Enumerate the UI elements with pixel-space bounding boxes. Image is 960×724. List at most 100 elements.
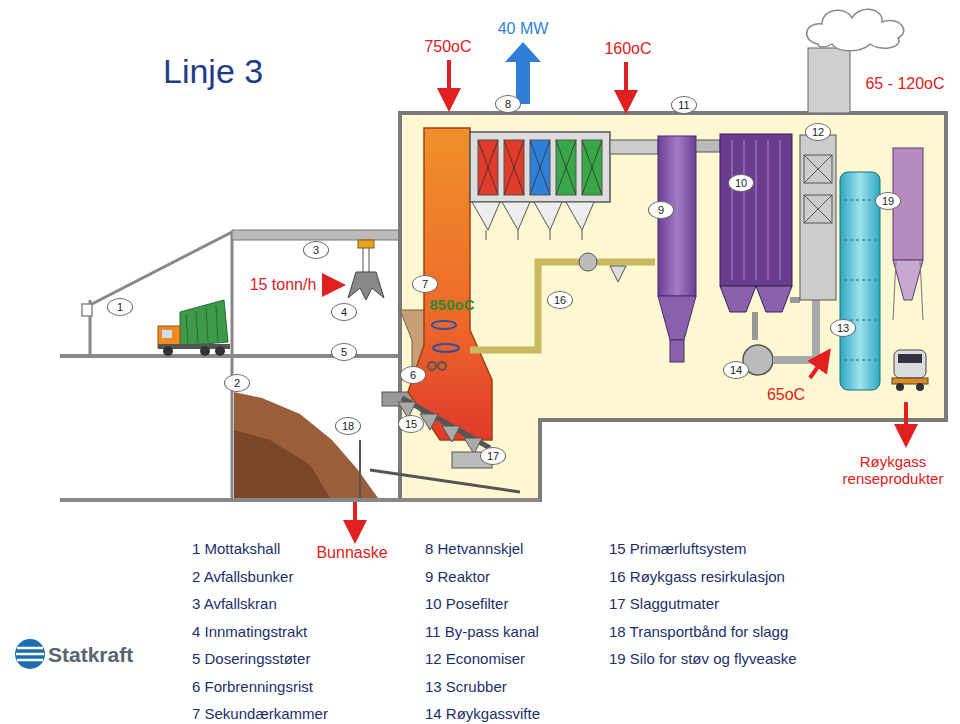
- callout-circle: 11: [671, 96, 697, 114]
- combustion-swirls: [428, 321, 459, 370]
- art-polygon: [502, 202, 530, 230]
- callout-number: 6: [410, 370, 416, 381]
- key-entry: 17 Slaggutmater: [609, 595, 719, 612]
- callout-number: 16: [554, 295, 566, 306]
- plant-building: [400, 113, 946, 500]
- art-polygon: [348, 272, 384, 300]
- art-path: [478, 140, 602, 195]
- art-line: [624, 62, 628, 102]
- art-rect: [840, 172, 880, 390]
- ground-line: [60, 498, 540, 502]
- art-line: [186, 314, 188, 344]
- waste-truck: [158, 300, 230, 356]
- callout-number: 13: [837, 323, 849, 334]
- reception-hall: [60, 232, 400, 356]
- key-entry: 7 Sekundærkammer: [192, 705, 328, 722]
- callout-number: 7: [422, 279, 428, 290]
- art-path: [804, 155, 832, 183]
- art-circle: [916, 383, 924, 391]
- annotation: Røykgass renseprodukter: [823, 453, 960, 488]
- callout-number: 5: [341, 347, 347, 358]
- combustion-grate: [398, 398, 490, 454]
- art-circle: [428, 362, 436, 370]
- art-line: [370, 470, 520, 492]
- callout-circle: 2: [224, 374, 250, 392]
- art-line: [322, 283, 334, 287]
- art-path: [16, 648, 44, 660]
- art-ellipse: [433, 344, 459, 352]
- key-entry: 3 Avfallskran: [192, 595, 277, 612]
- key-entry: 6 Forbrenningsrist: [192, 678, 313, 695]
- art-polygon: [472, 202, 500, 230]
- art-rect: [82, 304, 92, 316]
- art-line: [518, 230, 519, 240]
- art-path: [732, 140, 780, 280]
- art-circle: [215, 346, 225, 356]
- art-line: [88, 232, 232, 306]
- callout-number: 4: [341, 307, 347, 318]
- art-rect: [162, 330, 172, 338]
- annotation: Bunnaske: [316, 544, 387, 562]
- art-line: [231, 232, 234, 356]
- art-path: [804, 195, 832, 223]
- art-ellipse: [432, 321, 456, 329]
- art-circle: [15, 639, 45, 669]
- art-rect: [470, 132, 610, 202]
- art-polygon: [756, 286, 792, 312]
- key-entry: 18 Transportbånd for slagg: [609, 623, 788, 640]
- callout-number: 10: [735, 178, 747, 189]
- callout-circle: 12: [805, 123, 831, 141]
- callout-number: 1: [117, 302, 123, 313]
- art-rect: [892, 378, 928, 384]
- key-entry: 19 Silo for støv og flyveaske: [609, 650, 797, 667]
- waste-bunker: [232, 356, 378, 500]
- slag-conveyor: [360, 440, 520, 498]
- dosing-cone: [610, 266, 626, 282]
- art-rect: [670, 340, 684, 362]
- callout-circle: 6: [400, 366, 426, 384]
- art-rect: [358, 240, 374, 248]
- economiser: [800, 135, 836, 300]
- reactor-duct: [696, 140, 720, 152]
- art-line: [353, 502, 357, 532]
- key-entry: 12 Economiser: [425, 650, 525, 667]
- art-polygon: [442, 426, 460, 442]
- art-line: [550, 230, 551, 240]
- callout-circle: 7: [412, 275, 438, 293]
- recirculation-duct: [470, 262, 655, 350]
- callout-circle: 17: [480, 447, 506, 465]
- key-entry: 5 Doseringsstøter: [192, 650, 310, 667]
- annotation: 65oC: [767, 386, 805, 404]
- callout-circle: 4: [331, 303, 357, 321]
- art-rect: [898, 354, 922, 363]
- annotation: 65 - 120oC: [865, 75, 944, 93]
- smoke-cloud: [807, 9, 904, 50]
- art-polygon: [893, 260, 923, 300]
- art-rect: [720, 134, 792, 286]
- art-polygon: [566, 202, 594, 230]
- callout-number: 19: [882, 196, 894, 207]
- art-rect: [804, 155, 832, 183]
- callout-circle: 9: [648, 201, 674, 219]
- art-line: [196, 311, 198, 343]
- key-entry: 8 Hetvannskjel: [425, 540, 523, 557]
- art-polygon: [658, 296, 696, 340]
- art-line: [486, 230, 487, 240]
- key-entry: 1 Mottakshall: [192, 540, 280, 557]
- annotation: 40 MW: [498, 20, 549, 38]
- art-polygon: [720, 286, 756, 312]
- recirculation-fan: [579, 253, 597, 271]
- callout-circle: 13: [830, 319, 856, 337]
- scrubber: [840, 172, 880, 390]
- key-entry: 2 Avfallsbunker: [192, 568, 293, 585]
- callout-circle: 15: [398, 415, 424, 433]
- stack: [808, 48, 850, 113]
- key-entry: 10 Posefilter: [425, 595, 508, 612]
- callout-number: 8: [505, 99, 511, 110]
- annotation: 160oC: [604, 40, 651, 58]
- callout-number: 15: [405, 419, 417, 430]
- callout-circle: 18: [335, 417, 361, 435]
- logo-text: Statkraft: [48, 643, 133, 667]
